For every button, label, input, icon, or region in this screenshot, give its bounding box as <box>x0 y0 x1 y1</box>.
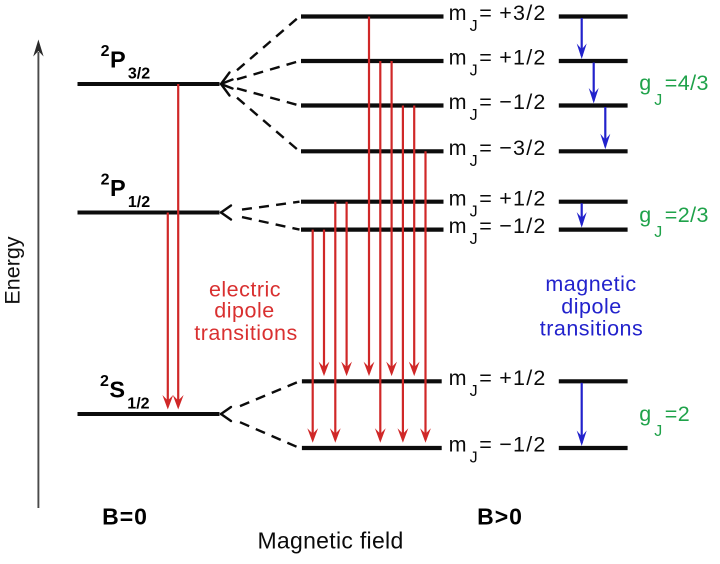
svg-text:=: = <box>479 433 492 457</box>
svg-text:P: P <box>110 175 126 201</box>
svg-text:Magnetic field: Magnetic field <box>257 528 403 554</box>
svg-text:J: J <box>470 231 478 248</box>
svg-text:J: J <box>470 153 478 170</box>
svg-text:magnetic: magnetic <box>545 272 636 296</box>
svg-text:J: J <box>470 450 478 467</box>
svg-text:electric: electric <box>209 278 281 302</box>
svg-text:=: = <box>479 136 492 160</box>
svg-text:=: = <box>479 214 492 238</box>
svg-text:J: J <box>654 423 662 440</box>
svg-text:=: = <box>479 366 492 390</box>
svg-text:m: m <box>449 433 467 457</box>
svg-text:m: m <box>449 366 467 390</box>
svg-text:m: m <box>449 214 467 238</box>
svg-text:J: J <box>470 203 478 220</box>
svg-text:m: m <box>449 46 467 70</box>
svg-text:J: J <box>470 383 478 400</box>
svg-text:=4/3: =4/3 <box>665 71 709 95</box>
svg-text:P: P <box>110 47 126 73</box>
svg-text:g: g <box>639 71 651 95</box>
svg-text:m: m <box>449 1 467 25</box>
svg-text:+1/2: +1/2 <box>499 366 546 390</box>
svg-text:S: S <box>109 377 125 403</box>
svg-text:=: = <box>479 1 492 25</box>
svg-text:3/2: 3/2 <box>128 66 150 83</box>
svg-text:m: m <box>449 90 467 114</box>
svg-text:B=0: B=0 <box>102 504 148 530</box>
svg-text:1/2: 1/2 <box>128 194 150 211</box>
svg-text:J: J <box>654 92 662 109</box>
svg-text:−1/2: −1/2 <box>499 433 546 457</box>
svg-text:g: g <box>639 402 651 426</box>
svg-text:+1/2: +1/2 <box>499 46 546 70</box>
svg-text:Energy: Energy <box>1 236 25 304</box>
svg-text:=: = <box>479 90 492 114</box>
svg-text:−1/2: −1/2 <box>499 90 546 114</box>
svg-text:B>0: B>0 <box>477 504 523 530</box>
svg-text:transitions: transitions <box>194 321 298 345</box>
svg-text:J: J <box>470 63 478 80</box>
svg-text:m: m <box>449 136 467 160</box>
svg-text:transitions: transitions <box>540 317 644 341</box>
svg-text:+3/2: +3/2 <box>499 1 546 25</box>
svg-text:=2/3: =2/3 <box>665 203 709 227</box>
svg-text:2: 2 <box>100 373 109 390</box>
svg-text:2: 2 <box>101 43 110 60</box>
svg-text:=: = <box>479 46 492 70</box>
svg-text:m: m <box>449 186 467 210</box>
svg-text:J: J <box>654 224 662 241</box>
svg-text:2: 2 <box>101 172 110 189</box>
svg-text:g: g <box>639 203 651 227</box>
svg-text:J: J <box>470 107 478 124</box>
svg-text:−3/2: −3/2 <box>499 136 546 160</box>
svg-text:=: = <box>479 186 492 210</box>
svg-text:J: J <box>470 18 478 35</box>
svg-text:1/2: 1/2 <box>127 396 149 413</box>
svg-text:+1/2: +1/2 <box>499 186 546 210</box>
svg-text:=2: =2 <box>665 402 690 426</box>
svg-text:dipole: dipole <box>214 299 274 323</box>
svg-text:dipole: dipole <box>561 294 621 318</box>
svg-text:−1/2: −1/2 <box>499 214 546 238</box>
